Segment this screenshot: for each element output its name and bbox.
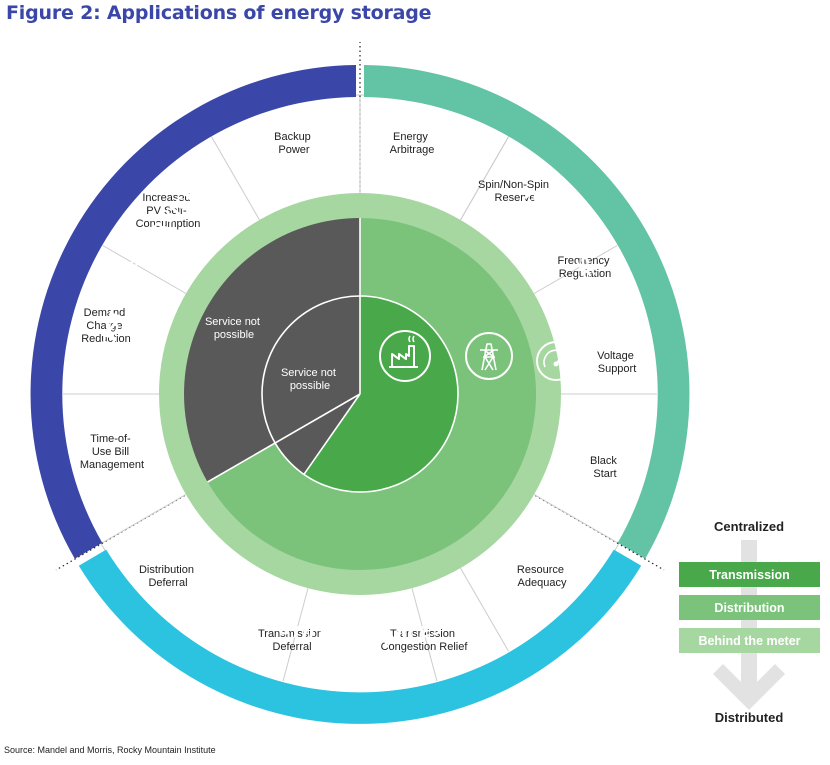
legend-distributed: Distributed	[715, 710, 784, 725]
legend-distribution-swatch	[679, 595, 820, 620]
utility-service-labels: Distribution Deferral Transmission Defer…	[139, 564, 567, 653]
demand-charge-label: Demand Charge Reduction	[81, 307, 131, 345]
service-separator-line	[533, 245, 618, 294]
figure-title: Figure 2: Applications of energy storage	[6, 2, 432, 24]
energy-arbitrage-label: Energy Arbitrage	[390, 131, 435, 156]
service-separator-line	[102, 245, 187, 294]
service-separator-line	[211, 136, 260, 221]
transmission-deferral-label: Transmission Deferral	[258, 628, 326, 653]
spin-reserve-label: Spin/Non-Spin Reserve	[478, 179, 552, 204]
backup-power-label: Backup Power	[274, 131, 314, 156]
outer-not-possible-label: Service not possible	[205, 316, 263, 341]
legend-transmission-label: Transmission	[709, 568, 790, 582]
service-separators	[63, 97, 657, 682]
source-note: Source: Mandel and Morris, Rocky Mountai…	[4, 745, 216, 755]
time-of-use-label: Time-of- Use Bill Management	[80, 433, 144, 471]
service-separator-line	[282, 588, 309, 682]
customer-services-band	[30, 65, 356, 559]
legend-behind-meter-swatch	[679, 628, 820, 653]
legend: Centralized Transmission Distribution Be…	[679, 519, 820, 725]
voltage-support-label: Voltage Support	[597, 350, 637, 375]
legend-transmission-swatch	[679, 562, 820, 587]
transmission-congestion-label: Transmission Congestion Relief	[381, 628, 469, 653]
service-separator-line	[102, 494, 187, 543]
frequency-regulation-label: Frequency Regulation	[557, 255, 612, 280]
iso-rto-service-labels: Energy Arbitrage Spin/Non-Spin Reserve F…	[390, 131, 637, 480]
legend-centralized: Centralized	[714, 519, 784, 534]
legend-arrow	[713, 540, 785, 710]
service-separator-line	[533, 494, 618, 543]
service-separator-line	[460, 136, 509, 221]
legend-behind-meter-label: Behind the meter	[698, 634, 800, 648]
inner-not-possible-label: Service not possible	[281, 367, 339, 392]
transmission-core-sector	[304, 295, 459, 492]
service-separator-line	[411, 588, 438, 682]
service-separator-line	[460, 567, 509, 652]
transmission-tower-icon	[465, 332, 513, 380]
ring-separators	[207, 218, 459, 493]
distribution-deferral-label: Distribution Deferral	[139, 564, 197, 589]
gauge-meter-icon	[536, 341, 576, 381]
utility-services-band	[78, 549, 642, 724]
resource-adequacy-label: Resource Adequacy	[517, 564, 567, 589]
customer-service-labels: Backup Power Increased PV Self- Consumpt…	[80, 131, 314, 471]
black-start-label: Black Start	[590, 455, 620, 480]
inner-not-possible-sector	[262, 296, 360, 475]
iso-rto-services-band	[364, 65, 690, 559]
legend-distribution-label: Distribution	[714, 601, 784, 615]
increased-pv-label: Increased PV Self- Consumption	[136, 192, 201, 230]
power-plant-icon	[379, 330, 431, 382]
